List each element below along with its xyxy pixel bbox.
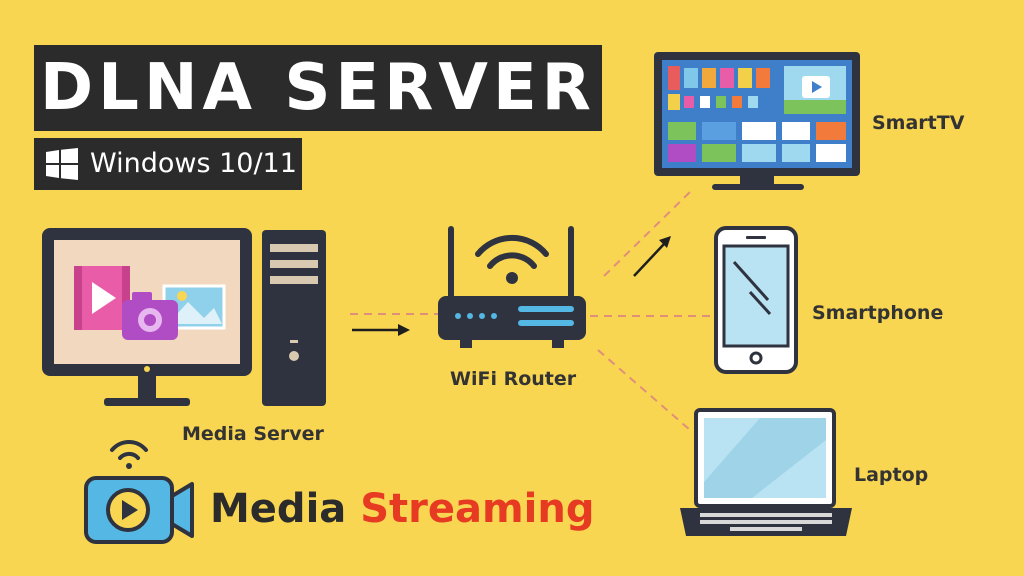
desktop-computer-icon	[42, 228, 326, 406]
laptop-label: Laptop	[854, 464, 929, 486]
connector-router-laptop	[597, 349, 691, 431]
video-camera-icon	[84, 476, 194, 544]
wifi-router-icon	[438, 226, 586, 348]
router-label: WiFi Router	[450, 368, 577, 390]
smartphone-label: Smartphone	[812, 302, 944, 324]
laptop-icon	[680, 408, 852, 536]
connector-lines	[350, 191, 712, 431]
wifi-signal-icon	[110, 439, 148, 469]
banner-word-streaming: Streaming	[360, 486, 595, 532]
media-streaming-banner: Media Streaming	[210, 486, 595, 532]
windows-logo-icon	[46, 148, 78, 180]
smartphone-icon	[714, 226, 798, 374]
os-badge-text: Windows 10/11	[90, 148, 297, 179]
media-server-label: Media Server	[182, 423, 324, 445]
os-badge: Windows 10/11	[34, 138, 302, 190]
smart-tv-icon	[654, 52, 860, 190]
connector-router-tv	[603, 191, 691, 277]
title-text: DLNA SERVER	[40, 51, 596, 125]
banner-word-media: Media	[210, 486, 347, 532]
smart-tv-label: SmartTV	[872, 112, 965, 134]
page-title: DLNA SERVER	[34, 45, 602, 131]
arrow-icon	[352, 236, 671, 336]
